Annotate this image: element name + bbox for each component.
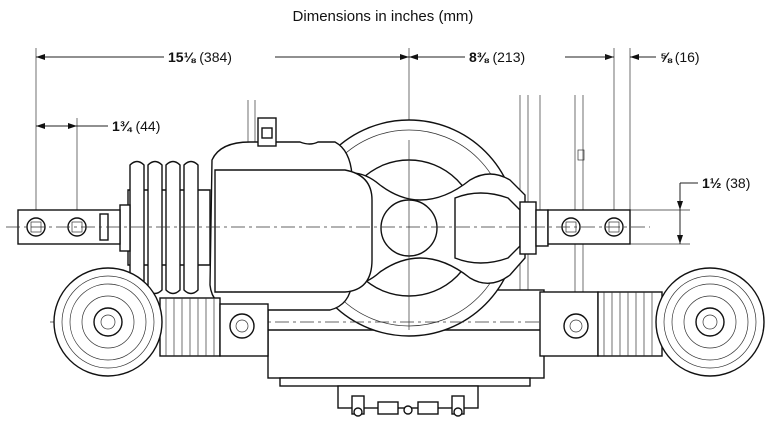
dimension-labels: 15⅛(384) 8⅜(213) ⅝(16) 1¾(44) 1½(38) [112, 49, 750, 191]
dimension-lines [36, 54, 698, 244]
left-housing [209, 117, 373, 311]
dim-hole-spacing-label: 1¾(44) [112, 118, 160, 134]
right-housing [454, 192, 549, 264]
right-lower-assembly [539, 267, 765, 377]
dim-pad-width-label: 1½(38) [702, 175, 750, 191]
dim-overall-label: 15⅛(384) [168, 49, 232, 65]
mounting-bracket [351, 395, 465, 417]
dim-center-label: 8⅜(213) [469, 49, 525, 65]
dim-offset-label: ⅝(16) [660, 49, 700, 65]
left-lower-assembly [53, 267, 269, 377]
page-title: Dimensions in inches (mm) [292, 8, 474, 25]
